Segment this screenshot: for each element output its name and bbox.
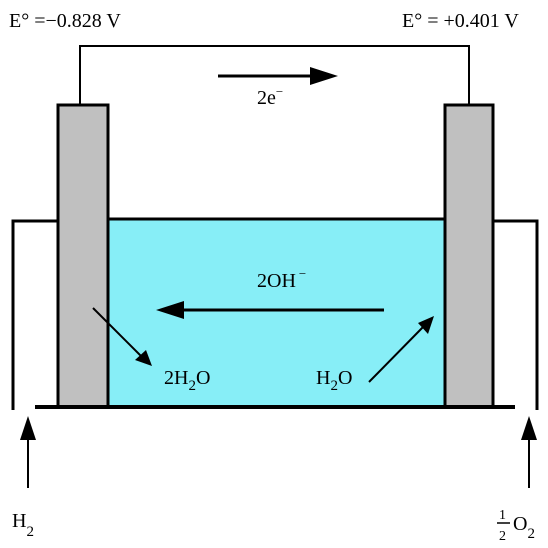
cell-container-right-wall bbox=[493, 219, 539, 410]
hydrogen-input-arrow bbox=[20, 416, 36, 488]
electron-flow-arrow bbox=[218, 67, 338, 85]
hydroxide-label: 2OH− bbox=[257, 266, 306, 292]
oxygen-input-label: 1 2 O2 bbox=[497, 508, 535, 544]
external-circuit-wire bbox=[79, 45, 470, 104]
cathode-potential-label: E° = +0.401 V bbox=[402, 10, 519, 32]
cathode-reactant-label: H2O bbox=[316, 367, 352, 394]
anode-product-label: 2H2O bbox=[164, 367, 210, 394]
oxygen-fraction-denominator: 2 bbox=[499, 529, 506, 543]
hydroxide-arrow bbox=[156, 301, 384, 319]
cell-container-left-wall bbox=[11, 219, 58, 410]
anode-potential-label: E° =−0.828 V bbox=[9, 10, 121, 32]
electrolyte bbox=[108, 219, 445, 406]
oxygen-formula: O2 bbox=[513, 513, 535, 542]
oxygen-fraction-numerator: 1 bbox=[499, 508, 506, 523]
anode-electrode bbox=[56, 103, 110, 409]
oxygen-input-arrow bbox=[521, 416, 537, 488]
cathode-reactant-arrow bbox=[368, 316, 434, 383]
hydrogen-input-label: H2 bbox=[12, 510, 34, 540]
electron-flow-label: 2e− bbox=[257, 84, 283, 109]
cathode-electrode bbox=[443, 103, 495, 409]
anode-product-arrow bbox=[92, 307, 152, 366]
